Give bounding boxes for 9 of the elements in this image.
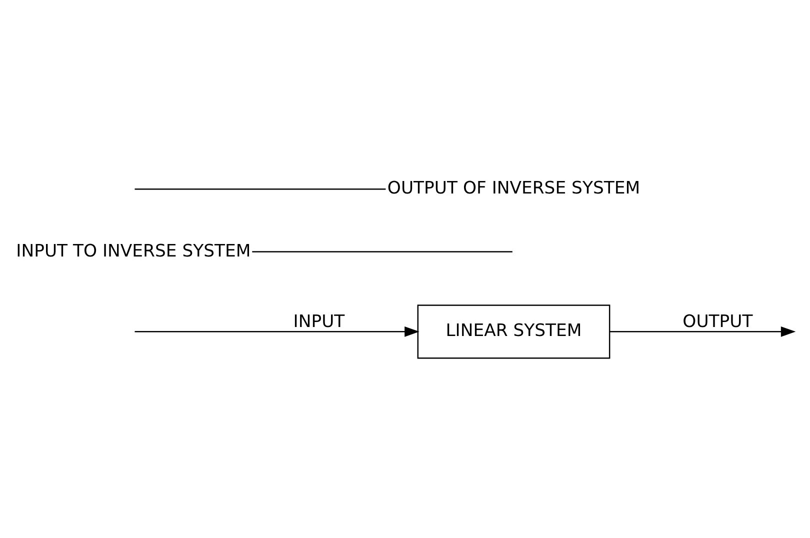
connector — [134, 188, 386, 190]
node-text: OUTPUT OF INVERSE SYSTEM — [387, 178, 640, 199]
node-text: INPUT TO INVERSE SYSTEM — [16, 241, 251, 262]
arrow — [610, 326, 796, 337]
edge-label: INPUT — [293, 312, 345, 332]
edge-label: OUTPUT — [682, 312, 753, 332]
connector — [252, 251, 512, 252]
node-box: LINEAR SYSTEM — [417, 304, 610, 359]
arrow — [134, 326, 420, 337]
